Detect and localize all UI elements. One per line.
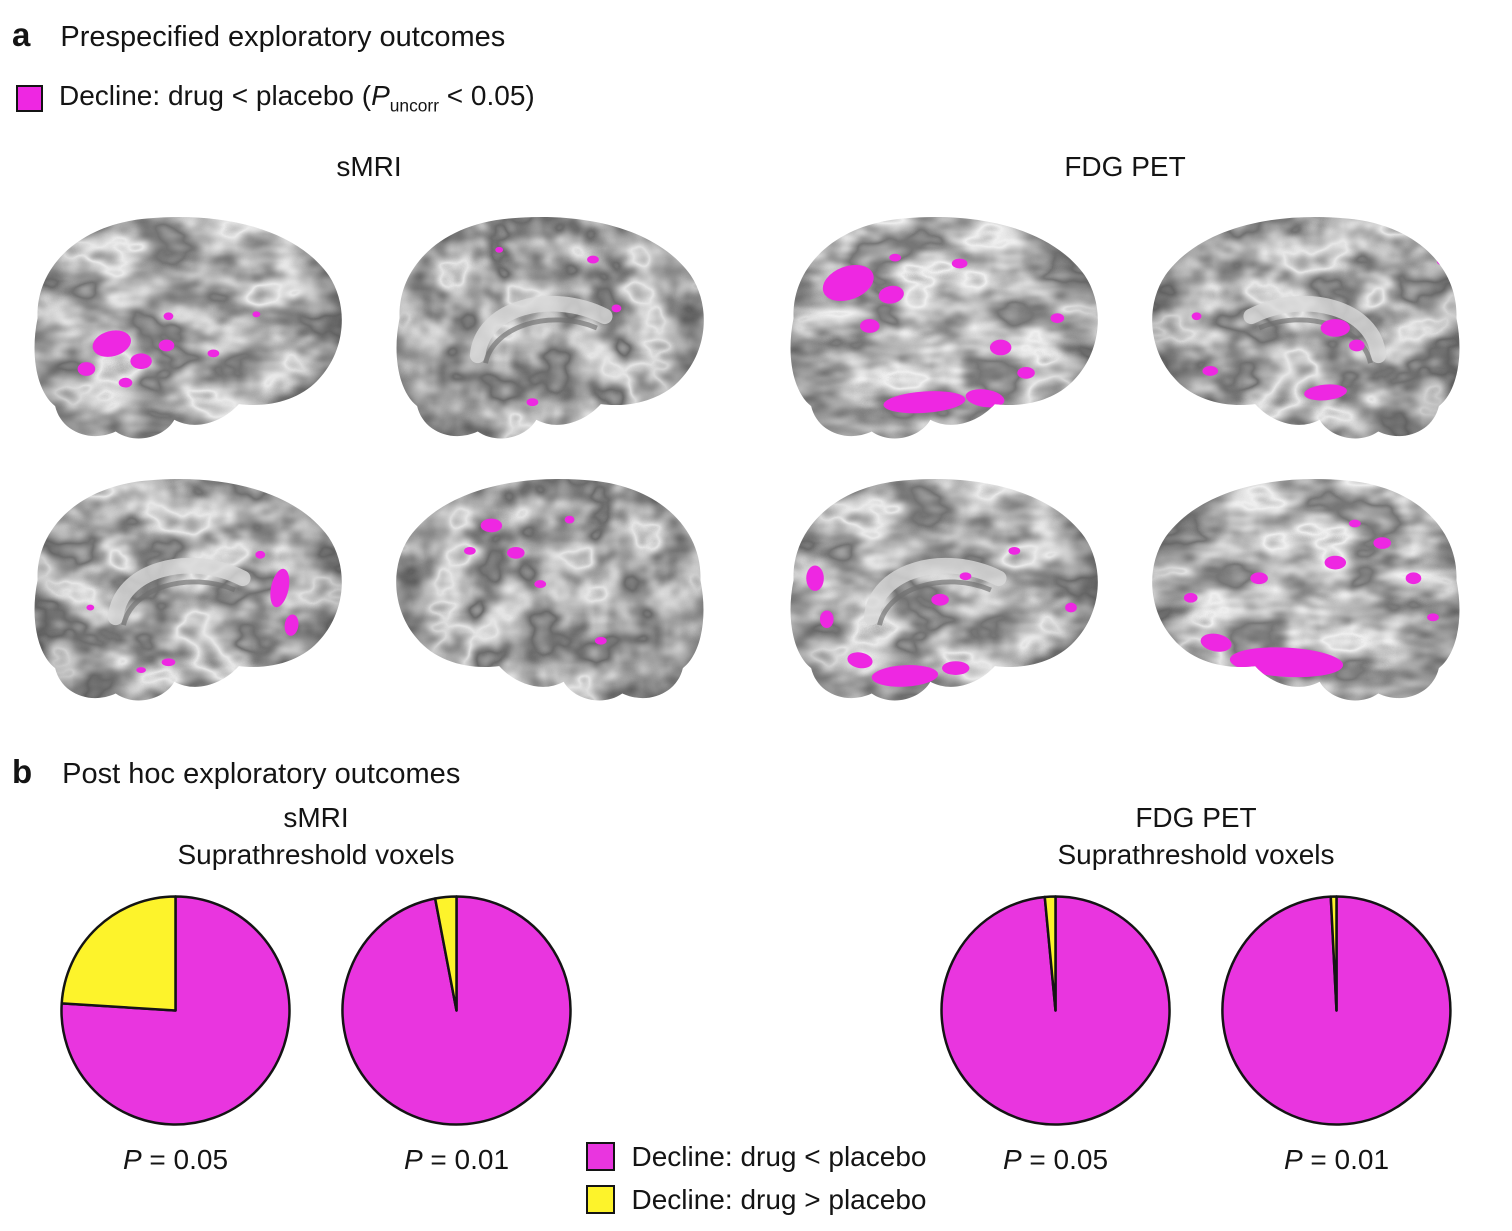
- panel-b-title: Post hoc exploratory outcomes: [62, 757, 461, 790]
- panel-b: b Post hoc exploratory outcomes sMRI Sup…: [0, 737, 1512, 1215]
- pie-group-smri-subtitle: Suprathreshold voxels: [177, 838, 455, 870]
- brain-smri-lateral-right: [396, 478, 704, 701]
- brain-fdg-medial-left: [790, 478, 1098, 701]
- fdg-brain-grid: [770, 199, 1480, 715]
- pie-group-fdg-subtitle: Suprathreshold voxels: [1057, 838, 1335, 870]
- magenta-swatch-icon: [585, 1142, 615, 1172]
- pie-group-fdg-title: FDG PET: [1135, 801, 1257, 833]
- yellow-swatch-icon: [585, 1185, 615, 1215]
- brain-smri-lateral-left: [34, 216, 342, 439]
- panel-a: a Prespecified exploratory outcomes Decl…: [0, 0, 1512, 715]
- pie-label-smri-p001: P = 0.01: [403, 1143, 510, 1175]
- pie-chart-fdg-p001: [1219, 893, 1454, 1128]
- magenta-swatch-icon: [16, 84, 43, 112]
- panel-a-header: a Prespecified exploratory outcomes: [0, 0, 1512, 54]
- pie-group-fdg: FDG PET Suprathreshold voxels P = 0.05 P…: [938, 799, 1454, 1176]
- pie-chart-smri-p001: [339, 893, 574, 1128]
- modality-fdg-pet-label: FDG PET: [1064, 150, 1186, 182]
- legend-label: Decline: drug < placebo: [631, 1140, 927, 1172]
- smri-brain-grid: [14, 199, 724, 715]
- panel-a-legend-label: Decline: drug < placebo (Puncorr < 0.05): [59, 80, 535, 116]
- pie-label-fdg-p001: P = 0.01: [1283, 1143, 1390, 1175]
- pie-block-fdg-p005: P = 0.05: [938, 893, 1173, 1176]
- modality-smri: sMRI: [14, 151, 724, 715]
- pie-group-smri: sMRI Suprathreshold voxels P = 0.05 P = …: [58, 799, 574, 1176]
- pie-block-smri-p001: P = 0.01: [339, 893, 574, 1176]
- brain-panels: sMRI: [0, 151, 1512, 715]
- panel-a-letter: a: [12, 16, 31, 53]
- brain-fdg-medial-right: [1152, 216, 1460, 439]
- brain-fdg-lateral-right: [1152, 478, 1460, 701]
- panel-b-letter: b: [12, 752, 33, 790]
- legend-label: Decline: drug > placebo: [631, 1183, 927, 1215]
- brain-smri-medial-left: [34, 478, 342, 701]
- legend-item-decline-lt: Decline: drug < placebo: [585, 1140, 927, 1173]
- brain-smri-medial-right: [396, 216, 704, 439]
- pie-chart-smri-p005: [58, 893, 293, 1128]
- pie-chart-fdg-p005: [938, 893, 1173, 1128]
- pie-group-smri-title: sMRI: [283, 801, 349, 833]
- modality-fdg-pet: FDG PET: [770, 151, 1480, 715]
- panel-b-legend: Decline: drug < placebo Decline: drug > …: [585, 1140, 927, 1216]
- legend-item-decline-gt: Decline: drug > placebo: [585, 1183, 927, 1216]
- brain-fdg-lateral-left: [790, 216, 1098, 439]
- panel-b-header: b Post hoc exploratory outcomes: [0, 737, 1512, 791]
- panel-a-legend: Decline: drug < placebo (Puncorr < 0.05): [16, 80, 1512, 117]
- pie-block-fdg-p001: P = 0.01: [1219, 893, 1454, 1176]
- modality-smri-label: sMRI: [336, 150, 402, 182]
- pie-label-smri-p005: P = 0.05: [122, 1143, 229, 1175]
- panel-a-title: Prespecified exploratory outcomes: [60, 21, 506, 53]
- pie-charts-row: sMRI Suprathreshold voxels P = 0.05 P = …: [0, 799, 1512, 1215]
- pie-label-fdg-p005: P = 0.05: [1002, 1143, 1109, 1175]
- pie-block-smri-p005: P = 0.05: [58, 893, 293, 1176]
